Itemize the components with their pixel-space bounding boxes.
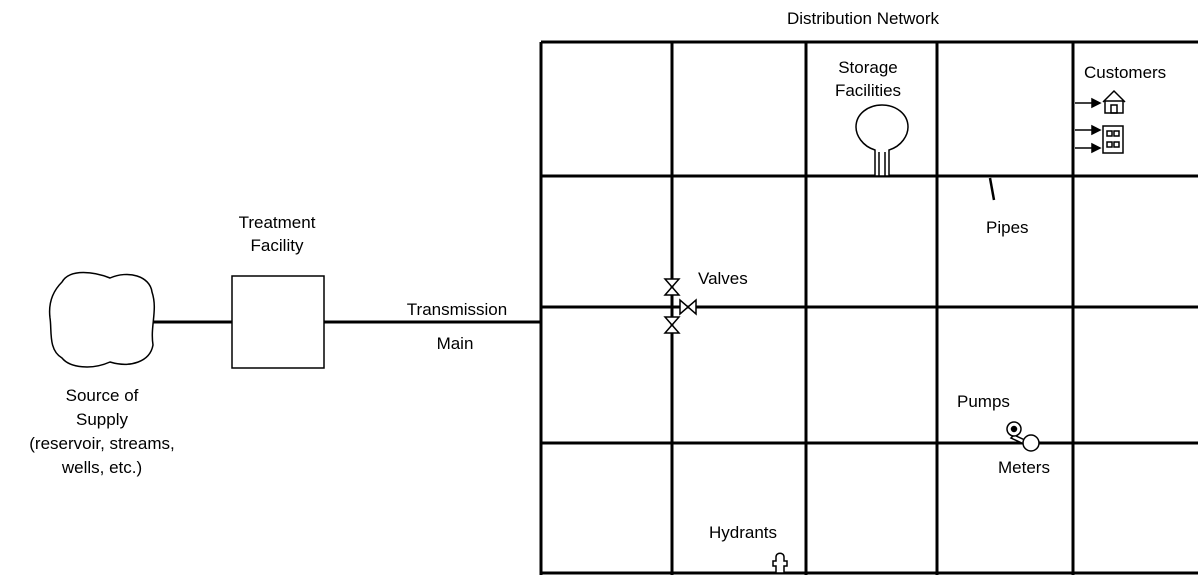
customers-label: Customers (1084, 63, 1167, 82)
valves-label: Valves (698, 269, 748, 288)
storage-line-1: Storage (838, 58, 898, 77)
meters-label: Meters (998, 458, 1050, 477)
valve-icon (663, 278, 697, 334)
hydrant-icon (772, 552, 788, 574)
source-line-3: (reservoir, streams, (29, 434, 175, 453)
source-line-1: Source of (65, 386, 139, 405)
house-icon (1102, 89, 1126, 114)
hydrants-label: Hydrants (709, 523, 778, 542)
source-cloud-icon (48, 271, 156, 368)
building-icon (1102, 125, 1124, 154)
storage-line-2: Facilities (834, 81, 902, 100)
transmission-label: Transmission (406, 300, 508, 319)
customer-arrows (1075, 97, 1102, 154)
pipes-pointer (988, 177, 996, 201)
main-label: Main (436, 334, 474, 353)
treatment-line-2: Facility (250, 236, 304, 255)
storage-facilities-label: Storage Facilities (835, 56, 901, 102)
source-of-supply-label: Source of Supply (reservoir, streams, we… (29, 384, 174, 480)
source-line-2: Supply (76, 410, 128, 429)
treatment-facility-box (231, 275, 325, 369)
distribution-grid (539, 40, 1198, 575)
storage-tank-icon (855, 104, 909, 177)
treatment-facility-label: Treatment Facility (239, 211, 316, 257)
diagram-title: Distribution Network (786, 9, 940, 28)
source-line-4: wells, etc.) (61, 458, 143, 477)
pumps-label: Pumps (957, 392, 1010, 411)
pipes-label: Pipes (986, 218, 1029, 237)
meter-icon (1022, 434, 1040, 452)
treatment-line-1: Treatment (238, 213, 316, 232)
